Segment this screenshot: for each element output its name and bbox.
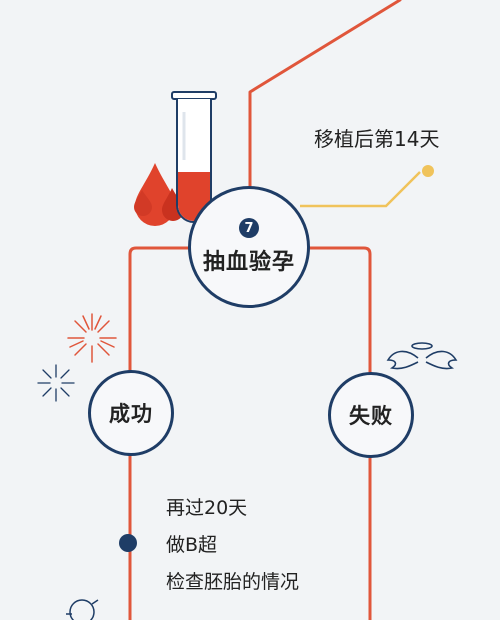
- fireworks-small-icon: [37, 364, 75, 402]
- day14-dot: [422, 165, 434, 177]
- top-connector: [248, 0, 402, 190]
- left-connector: [128, 246, 190, 374]
- connector-lines: [128, 0, 402, 620]
- fail-label: 失败: [349, 404, 393, 428]
- followup-bullet: [119, 534, 137, 552]
- bulb-icon: [66, 599, 99, 620]
- followup-line-3: 检查胚胎的情况: [166, 571, 300, 593]
- success-label: 成功: [109, 402, 153, 426]
- fireworks-icon: [67, 313, 117, 363]
- day14-label: 移植后第14天: [314, 127, 440, 151]
- blood-test-label: 抽血验孕: [202, 250, 295, 275]
- success-node: 成功: [88, 370, 174, 456]
- day14-connector: [300, 171, 421, 208]
- fail-node: 失败: [328, 372, 414, 458]
- step-number-badge: 7: [239, 218, 259, 238]
- blood-test-node: 7 抽血验孕: [188, 186, 310, 308]
- followup-line-2: 做B超: [166, 534, 218, 556]
- followup-line-1: 再过20天: [166, 497, 248, 519]
- angel-wings-icon: [386, 342, 458, 370]
- right-connector: [308, 246, 372, 376]
